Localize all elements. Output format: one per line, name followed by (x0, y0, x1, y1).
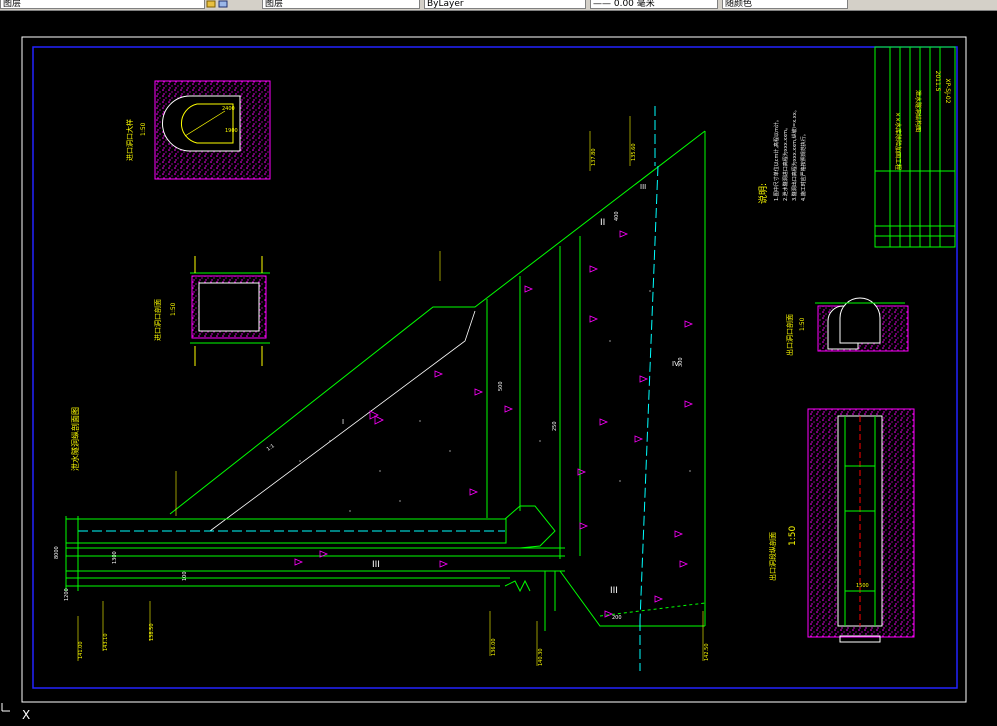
outlet-section-scale: 1:50 (799, 317, 806, 331)
dim-1200: 1200 (64, 588, 70, 601)
dim-8000: 8000 (54, 546, 60, 559)
linetype-dropdown[interactable]: ByLayer (424, 0, 586, 9)
drawing-canvas[interactable]: ××水库除险加固工程 泄水隧洞结构图 XP-SJ-02 2011.5 说明: 1… (0, 11, 997, 722)
outlet-longitudinal-scale: 1:50 (788, 526, 798, 546)
cad-toolbar: 图层 图层 ByLayer —— 0.00 毫米 随颜色 (0, 0, 997, 11)
dim-100: 100 (182, 571, 188, 581)
inlet-detail-scale: 1:50 (140, 122, 147, 136)
drawing-svg[interactable]: ××水库除险加固工程 泄水隧洞结构图 XP-SJ-02 2011.5 说明: 1… (0, 11, 997, 722)
elev-8: 135.60 (631, 144, 637, 162)
inlet-detail-view: 2400 1900 进口洞口大样 1:50 (125, 80, 271, 180)
note-1: 1.图中尺寸单位以cm计,高程以m计。 (773, 117, 780, 201)
dim-2400: 2400 (222, 106, 235, 112)
slope-label: 1:1 (266, 443, 276, 453)
dim-250: 250 (552, 421, 558, 431)
note-2: 2.泄水隧洞进口高程为xxx.xxm。 (782, 125, 789, 201)
elev-4: 136.00 (491, 639, 497, 657)
zone-label-6: III (640, 183, 646, 191)
ucs-axis-icon: X (1, 703, 30, 722)
note-3: 3.隧洞出口高程为xxx.xxm,纵坡i=x.xx。 (791, 107, 798, 201)
main-longitudinal-section: I II III IV III III 8000 1200 1300 200 3… (54, 106, 710, 671)
note-4: 4.施工时应严格按照规范执行。 (800, 131, 807, 201)
dim-400: 400 (614, 211, 620, 221)
sheet-border-inner (32, 46, 958, 689)
notes-title: 说明: (757, 183, 769, 204)
elev-3: 138.50 (149, 624, 155, 642)
inlet-section-view: 进口洞口剖面 1:50 (153, 256, 270, 366)
zone-label-4: IV (672, 360, 679, 368)
elev-7: 137.80 (591, 149, 597, 167)
dim-300: 300 (678, 357, 684, 367)
layer-dropdown[interactable]: 图层 (0, 0, 205, 9)
inlet-section-title: 进口洞口剖面 (153, 299, 162, 341)
notes-block: 说明: 1.图中尺寸单位以cm计,高程以m计。 2.泄水隧洞进口高程为xxx.x… (757, 107, 807, 204)
elev-2: 143.10 (103, 634, 109, 652)
zone-label-2: II (600, 218, 605, 228)
plotstyle-dropdown[interactable]: 随颜色 (722, 0, 848, 9)
outlet-longitudinal-title: 出口洞段纵剖面 (768, 532, 777, 581)
outlet-longitudinal-view: 出口洞段纵剖面 1:50 1500 (768, 408, 915, 643)
title-drawing-name: 泄水隧洞结构图 (914, 90, 922, 132)
zone-label-3: III (372, 560, 380, 570)
elev-5: 140.30 (538, 649, 544, 667)
elev-6: 142.50 (704, 644, 710, 662)
outlet-section-title: 出口洞口剖面 (785, 314, 794, 356)
lineweight-dropdown[interactable]: —— 0.00 毫米 (590, 0, 718, 9)
layer-state-icon[interactable] (206, 0, 216, 8)
inlet-detail-title: 进口洞口大样 (125, 119, 134, 161)
sheet-border-outer (21, 36, 967, 703)
title-drawing-no: XP-SJ-02 (944, 79, 951, 104)
ucs-x-label: X (22, 708, 30, 722)
zone-label-1: I (342, 418, 344, 426)
title-project: ××水库除险加固工程 (894, 112, 902, 170)
layer-field[interactable]: 图层 (262, 0, 420, 9)
elev-1: 141.00 (78, 642, 84, 660)
title-block: ××水库除险加固工程 泄水隧洞结构图 XP-SJ-02 2011.5 (874, 46, 956, 248)
dim-200: 200 (612, 615, 622, 621)
main-section-title: 泄水隧洞纵剖面图 (70, 407, 80, 471)
title-date: 2011.5 (934, 71, 941, 92)
dim-500: 500 (498, 381, 504, 391)
dim-1900: 1900 (225, 128, 238, 134)
inlet-section-scale: 1:50 (170, 302, 177, 316)
outlet-section-view: 出口洞口剖面 1:50 (785, 297, 909, 356)
layer-properties-icon[interactable] (218, 0, 228, 8)
dim-1500: 1500 (856, 583, 869, 589)
dim-1300: 1300 (112, 551, 118, 564)
zone-label-5: III (610, 586, 618, 596)
